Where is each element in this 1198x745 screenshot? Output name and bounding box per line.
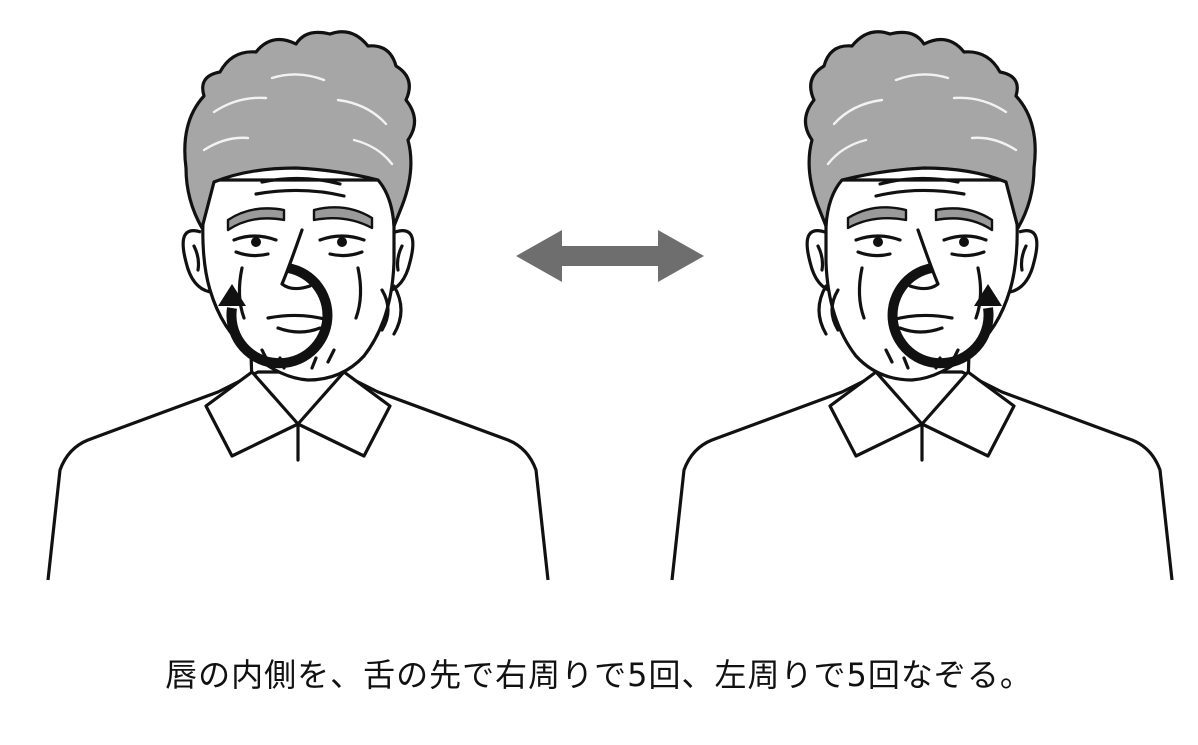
double-headed-arrow-icon bbox=[516, 230, 704, 282]
man-figure-left bbox=[46, 30, 550, 582]
man-figure-right bbox=[670, 30, 1174, 582]
instruction-caption: 唇の内側を、舌の先で右周りで5回、左周りで5回なぞる。 bbox=[165, 656, 1033, 694]
